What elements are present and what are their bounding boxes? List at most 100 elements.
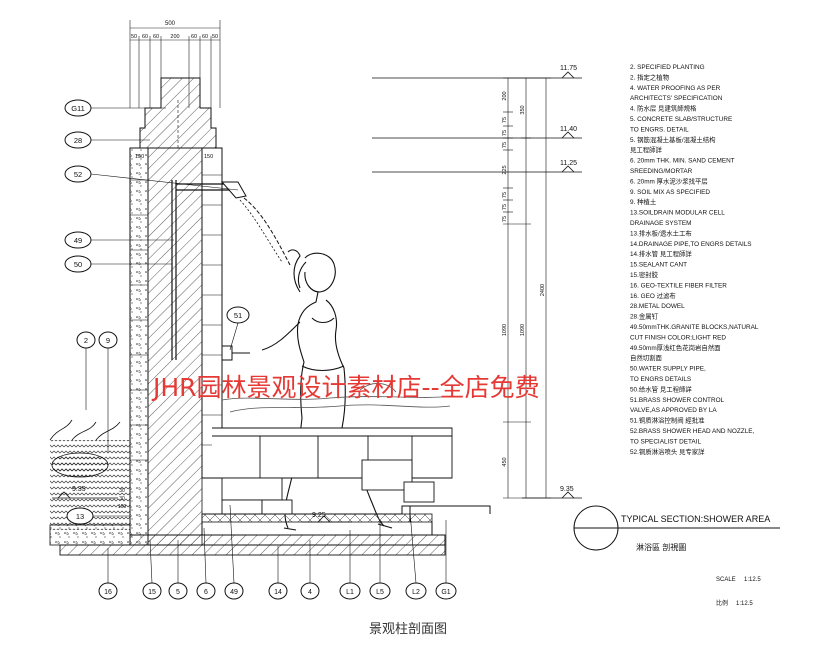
column-dims: 150 150 [135,154,213,160]
callout-l1: L1 [346,589,354,596]
note-line: DRAINAGE SYSTEM [630,220,691,227]
note-line: 4. 防水层 見建筑師規格 [630,104,697,113]
note-line: 28.金属钉 [630,312,659,321]
dim-v: 75 [502,192,508,198]
bottom-leaders [107,504,447,584]
dim-v: 1090 [520,324,526,336]
dim-v: 225 [502,165,508,174]
note-line: 9. 种植土 [630,197,657,206]
note-line: 5. 钢筋混凝土基板/混凝土结构 [630,135,716,144]
callout-l2: L2 [412,589,420,596]
note-line: 6. 20mm THK. MIN. SAND CEMENT [630,158,735,165]
note-line: TO ENGRS DETAILS [630,376,691,383]
callout-15: 15 [148,589,156,596]
dim-v: 75 [502,142,508,148]
dim-v: 75 [502,130,508,136]
callout-16: 16 [104,589,112,596]
watermark: JHR园林景观设计素材店--全店免费 [151,373,540,402]
callout-51-leader [229,322,239,351]
column-body [129,147,233,546]
dim-part: 60 [191,34,197,40]
left-callouts [64,99,239,525]
callout-g11: G11 [71,104,85,113]
callout-50: 50 [74,260,82,269]
note-line: 9. SOIL MIX AS SPECIFIED [630,189,710,196]
note-line: 52.铜质淋浴喷头 見专家詳 [630,447,705,456]
level-11-40: 11.40 [560,126,577,133]
note-line: 52.BRASS SHOWER HEAD AND NOZZLE, [630,428,755,435]
note-line: 13.SOILDRAIN MODULAR CELL [630,210,725,217]
note-line: TO ENGRS. DETAIL [630,126,689,133]
note-line: 49.50mm厚浅红色花岗岩自然面 [630,343,721,352]
bather-figure [261,249,393,531]
note-line: 14.DRAINAGE PIPE,TO ENGRS DETAILS [630,241,752,248]
dim-v: 350 [520,105,526,114]
note-line: 14.排水管 見工程師詳 [630,249,692,258]
floor-slab [59,505,491,556]
note-line: 16. GEO 过滤布 [630,291,676,300]
section-drawing: 500 50 60 60 200 60 60 50 [49,20,780,607]
dim-part: 60 [142,34,148,40]
scale-value: 1:12.5 [744,577,761,583]
water-stream [239,199,283,263]
callout-13: 13 [76,512,84,521]
note-line: 49.50mmTHK.GRANITE BLOCKS,NATURAL [630,324,759,331]
dim-part: 60 [153,34,159,40]
dim-part: 50 [131,34,137,40]
section-title-cn: 淋浴區 剖視圖 [636,542,686,552]
note-line: 51.BRASS SHOWER CONTROL [630,397,725,404]
wall-blocks [212,427,453,515]
dim-label: 150 [135,154,144,160]
dim-part: 60 [202,34,208,40]
callout-49b: 49 [230,589,238,596]
note-line: 6. 20mm 厚水泥沙浆找平层 [630,176,708,185]
column-cap [139,77,217,150]
note-line: 50.WATER SUPPLY PIPE, [630,366,706,373]
level-9-35-right: 9.35 [560,486,574,493]
planting-area [49,419,131,546]
dim-label: 150 [204,154,213,160]
callout-2: 2 [84,336,88,345]
note-line: 2. SPECIFIED PLANTING [630,64,705,71]
note-line: 2. 指定之植物 [630,72,670,81]
level-labels: 11.75 11.40 11.25 9.35 9.35 9.25 [72,65,577,519]
note-line: 見工程師詳 [630,145,663,154]
level-9-25: 9.25 [312,512,326,519]
figure-caption: 景观柱剖面图 [368,622,447,637]
note-line: 16. GEO-TEXTILE FIBER FILTER [630,282,727,289]
dim-v: 75 [502,117,508,123]
shrubs [221,383,453,413]
callout-28: 28 [74,136,82,145]
bottom-callout-labels: 16 15 5 6 49 14 4 L1 L5 L2 G1 [104,589,451,596]
note-line: 51.铜质淋浴控制阀 經批准 [630,416,705,425]
callout-51: 51 [234,311,242,320]
note-line: 50.给水管 見工程師詳 [630,384,692,393]
top-dimension-chain [129,20,221,108]
note-line: ARCHITECTS' SPECIFICATION [630,95,723,102]
dim-small: 30 [119,488,125,494]
note-line: VALVE,AS APPROVED BY LA [630,407,717,414]
dim-part: 200 [170,34,179,40]
dim-part: 50 [212,34,218,40]
dim-v: 2400 [540,284,546,296]
note-line: CUT FINISH COLOR:LIGHT RED [630,334,726,341]
dim-small: 100 [118,504,127,510]
callout-9: 9 [106,336,110,345]
level-11-75: 11.75 [560,65,577,72]
callout-14: 14 [274,589,282,596]
dim-v: 75 [502,216,508,222]
section-title: TYPICAL SECTION:SHOWER AREA [621,514,770,524]
dim-parts: 50 60 60 200 60 60 50 [131,34,218,40]
dim-small: 30 [119,496,125,502]
bottom-callouts [98,582,457,600]
note-line: 15.SEALANT CANT [630,262,687,269]
scale-value-cn: 1:12.5 [736,601,753,607]
dim-v: 450 [502,457,508,466]
callout-5: 5 [176,589,180,596]
water-stream [243,197,291,266]
dim-overall: 500 [165,21,176,27]
scale-label: SCALE [716,577,736,583]
note-line: 5. CONCRETE SLAB/STRUCTURE [630,116,732,123]
shower-head [220,181,247,199]
